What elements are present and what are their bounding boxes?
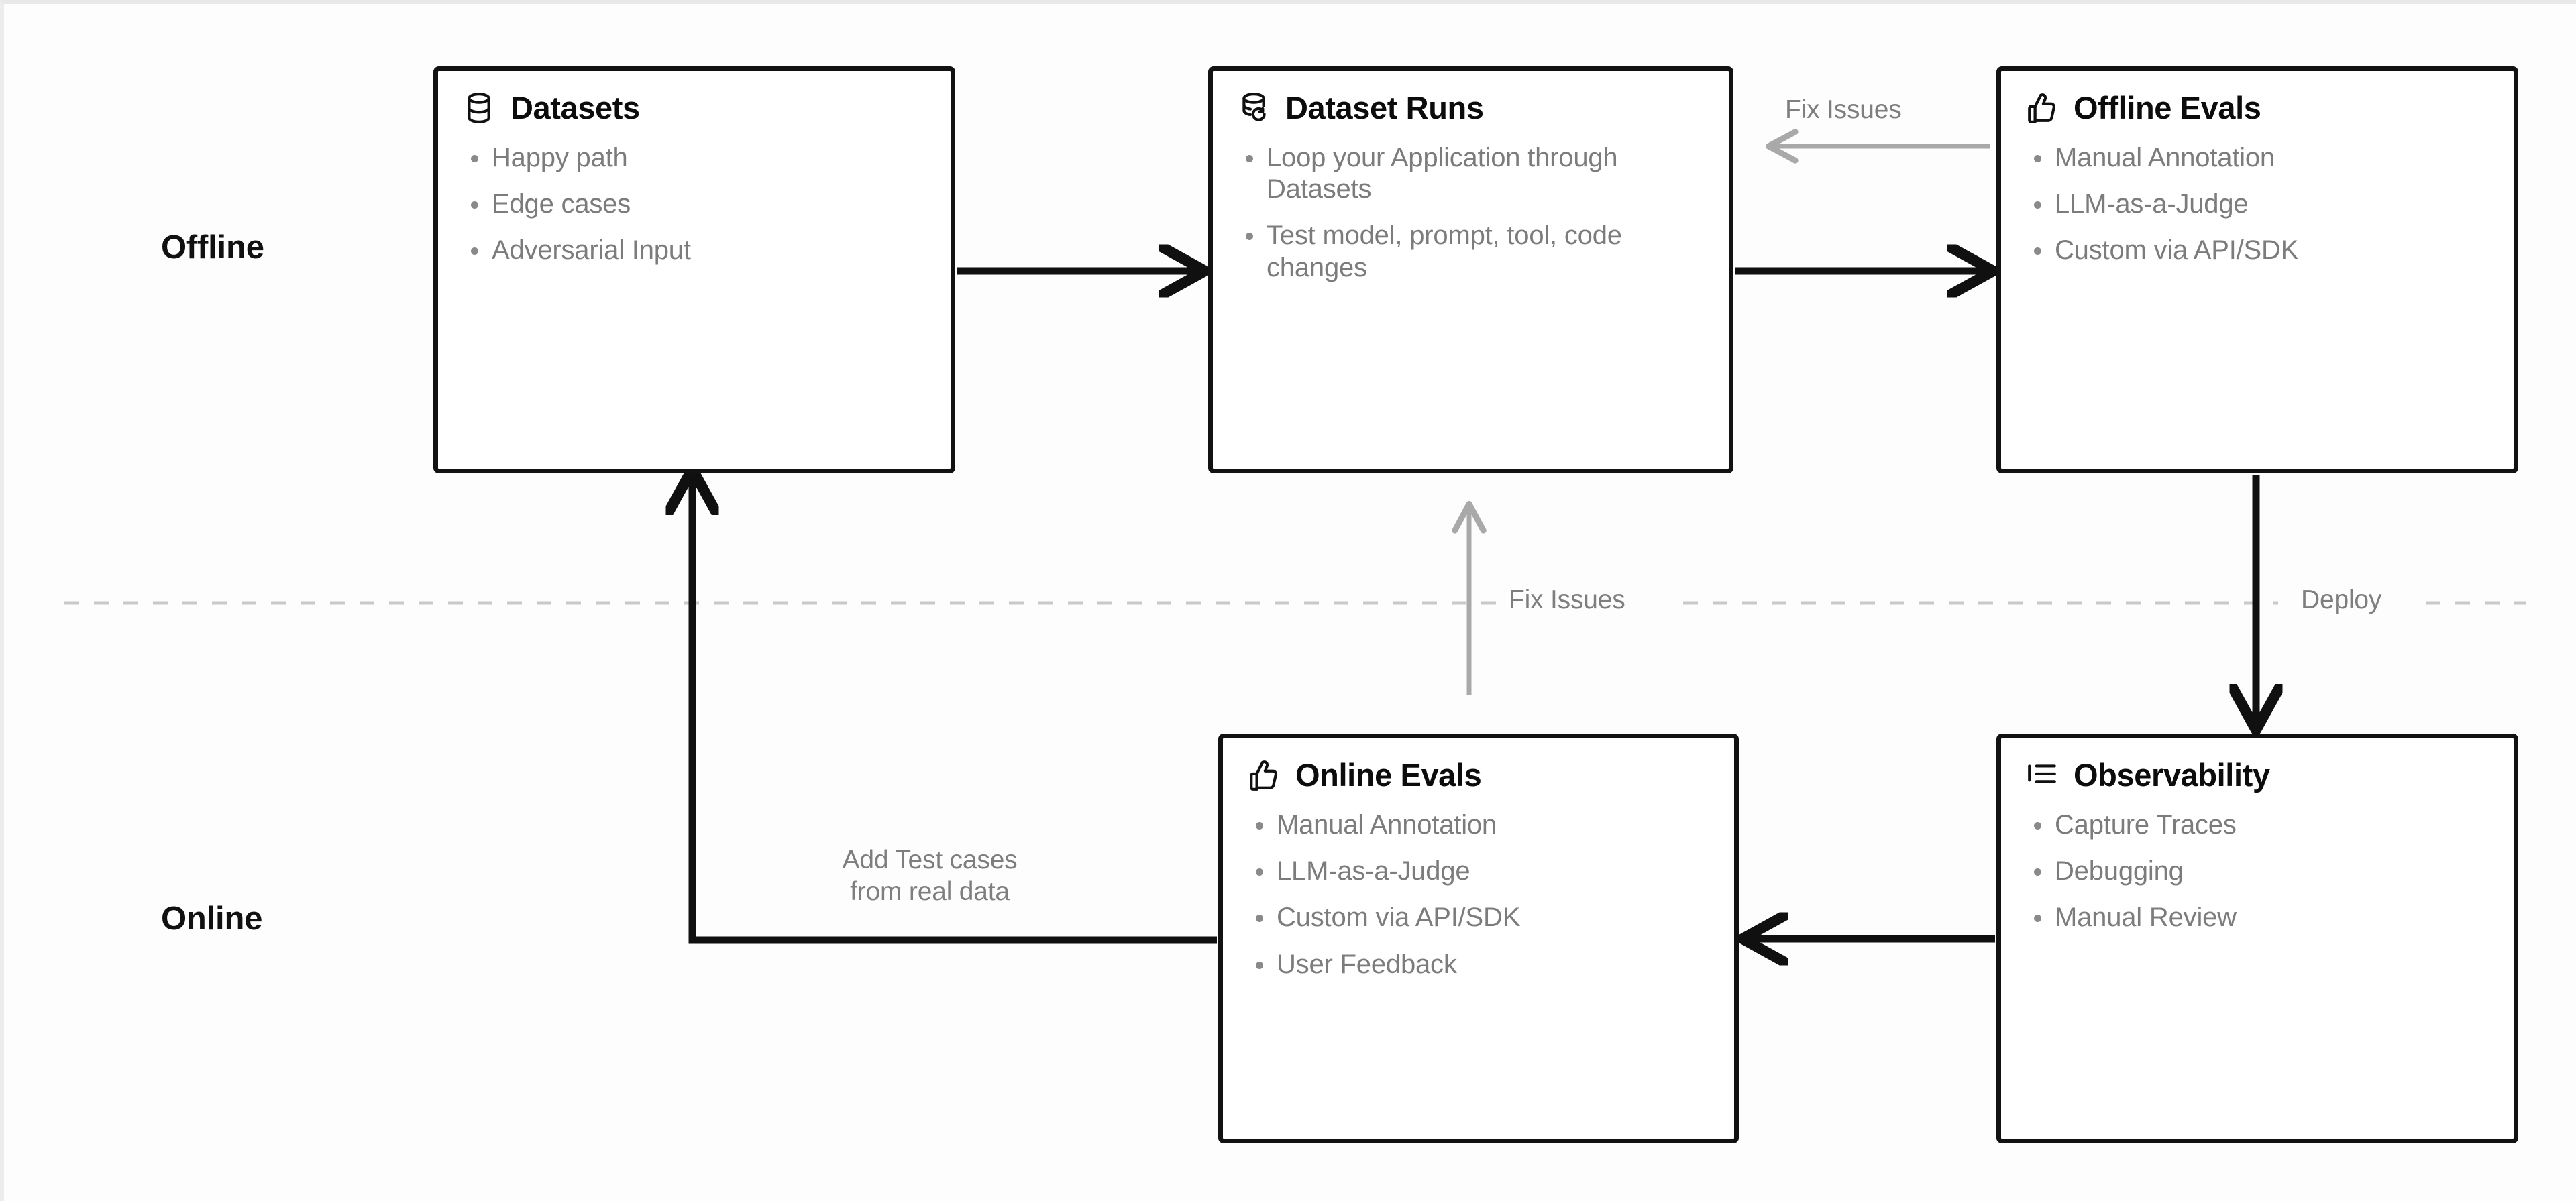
list-item: Custom via API/SDK [1247, 902, 1710, 933]
list-item: Edge cases [462, 188, 926, 220]
database-icon [468, 93, 490, 123]
node-offline-evals[interactable]: Offline Evals Manual Annotation LLM-as-a… [1996, 66, 2518, 473]
node-offline-evals-header: Offline Evals [2025, 91, 2489, 125]
node-observability-header: Observability [2025, 758, 2489, 792]
list-item: Manual Annotation [1247, 809, 1710, 841]
edge-label-add-test-cases-line2: from real data [850, 876, 1010, 906]
list-item: LLM-as-a-Judge [2025, 188, 2489, 220]
list-item: Test model, prompt, tool, code changes [1237, 220, 1705, 283]
node-dataset-runs-title: Dataset Runs [1285, 90, 1484, 126]
thumbs-up-icon [1250, 760, 1277, 791]
thumbs-up-icon [2028, 93, 2055, 123]
node-offline-evals-list: Manual Annotation LLM-as-a-Judge Custom … [2025, 142, 2489, 267]
node-observability-list: Capture Traces Debugging Manual Review [2025, 809, 2489, 934]
node-datasets[interactable]: Datasets Happy path Edge cases Adversari… [433, 66, 955, 473]
edge-label-add-test-cases-line1: Add Test cases [842, 846, 1018, 874]
node-observability-title: Observability [2074, 757, 2270, 793]
node-datasets-header: Datasets [462, 91, 926, 125]
list-item: Debugging [2025, 856, 2489, 887]
list-tree-icon [2028, 764, 2056, 783]
node-online-evals-header: Online Evals [1247, 758, 1710, 792]
node-observability[interactable]: Observability Capture Traces Debugging M… [1996, 734, 2518, 1143]
database-refresh-icon [1242, 93, 1266, 121]
edge-label-deploy: Deploy [2301, 585, 2382, 614]
phase-label-online: Online [161, 901, 263, 937]
node-dataset-runs[interactable]: Dataset Runs Loop your Application throu… [1208, 66, 1733, 473]
list-item: Manual Annotation [2025, 142, 2489, 174]
node-datasets-title: Datasets [511, 90, 640, 126]
node-online-evals-title: Online Evals [1295, 757, 1482, 793]
node-online-evals[interactable]: Online Evals Manual Annotation LLM-as-a-… [1218, 734, 1739, 1143]
node-online-evals-list: Manual Annotation LLM-as-a-Judge Custom … [1247, 809, 1710, 980]
node-dataset-runs-list: Loop your Application through Datasets T… [1237, 142, 1705, 284]
node-dataset-runs-header: Dataset Runs [1237, 91, 1705, 125]
edge-label-add-test-cases: Add Test cases from real data [816, 845, 1044, 908]
list-item: Custom via API/SDK [2025, 235, 2489, 266]
node-datasets-list: Happy path Edge cases Adversarial Input [462, 142, 926, 267]
list-item: Manual Review [2025, 902, 2489, 933]
list-item: Loop your Application through Datasets [1237, 142, 1705, 205]
node-offline-evals-title: Offline Evals [2074, 90, 2261, 126]
edge-label-fix-issues-top: Fix Issues [1785, 95, 1902, 124]
list-item: LLM-as-a-Judge [1247, 856, 1710, 887]
phase-label-offline: Offline [161, 229, 264, 266]
edge-label-fix-issues-middle: Fix Issues [1509, 585, 1625, 614]
list-item: User Feedback [1247, 949, 1710, 980]
list-item: Capture Traces [2025, 809, 2489, 841]
list-item: Happy path [462, 142, 926, 174]
list-item: Adversarial Input [462, 235, 926, 266]
